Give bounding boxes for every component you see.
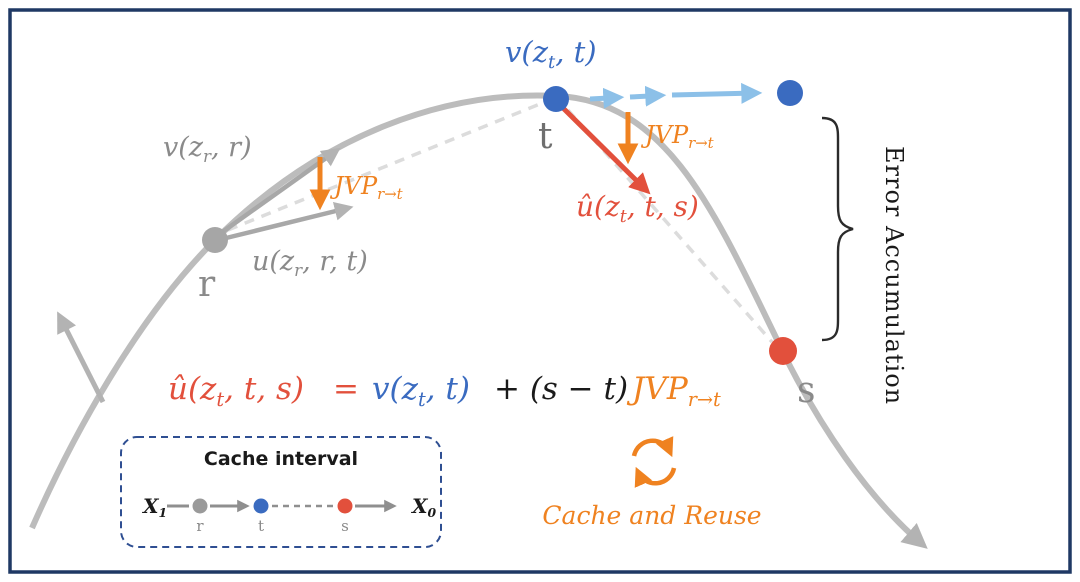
velocity-arrow-at-r — [219, 147, 341, 235]
label-point-t: t — [538, 116, 553, 157]
timeline-label-s: s — [341, 517, 349, 535]
equation-jvp-term: JVPr→t — [626, 371, 721, 411]
label-u-zr: u(zr, r, t) — [252, 246, 368, 280]
timeline-s-dot — [337, 498, 353, 514]
label-jvp-t: JVPr→t — [640, 121, 714, 152]
point-r-dot — [202, 227, 228, 253]
timeline-label-t: t — [258, 517, 264, 535]
cache-and-reuse-label: Cache and Reuse — [542, 501, 761, 530]
label-v-zr: v(zr, r) — [163, 132, 252, 166]
label-jvp-r: JVPr→t — [329, 172, 403, 203]
outer-border — [8, 8, 1072, 574]
error-accumulation-label: Error Accumulation — [880, 146, 908, 405]
u-hat-arrow — [560, 105, 651, 195]
equation-plus-term: + (s − t) — [494, 371, 628, 407]
cache-and-reuse: Cache and Reuse — [542, 436, 762, 530]
error-brace — [821, 116, 854, 342]
cache-interval-box: Cache interval X1 X0 r t s — [120, 436, 442, 548]
cached-velocity-chevron-1 — [589, 87, 625, 109]
timeline-label-r: r — [196, 517, 204, 535]
label-point-s: s — [797, 370, 815, 411]
label-x0: X0 — [410, 494, 437, 520]
dashed-line-t-to-s — [566, 108, 774, 344]
label-v-zt: v(zt, t) — [505, 35, 597, 73]
equation-lhs: û(zt, t, s) — [168, 371, 304, 411]
point-t-dot — [543, 86, 569, 112]
equation-equals: = — [333, 371, 359, 407]
start-tangent-arrow — [57, 311, 106, 404]
label-point-r: r — [198, 264, 216, 305]
cache-interval-border — [120, 436, 442, 548]
cached-velocity-arrow — [671, 82, 763, 104]
average-velocity-arrow-at-r — [221, 201, 354, 242]
drifted-endpoint-dot — [777, 80, 803, 106]
refresh-icon-bottom-arc — [634, 466, 677, 488]
equation-v-term: v(zt, t) — [372, 371, 470, 411]
cache-interval-title: Cache interval — [204, 448, 358, 470]
dashed-line-r-to-t — [227, 102, 541, 232]
label-x1: X1 — [141, 494, 167, 520]
point-s-dot — [769, 337, 797, 365]
label-u-hat: û(zt, t, s) — [576, 190, 699, 227]
timeline-t-dot — [253, 498, 269, 514]
cached-velocity-chevron-2 — [629, 85, 667, 107]
timeline-r-dot — [192, 498, 208, 514]
refresh-icon-top-arc — [631, 436, 674, 458]
equation: û(zt, t, s) = v(zt, t) + (s − t) JVPr→t — [168, 371, 721, 411]
